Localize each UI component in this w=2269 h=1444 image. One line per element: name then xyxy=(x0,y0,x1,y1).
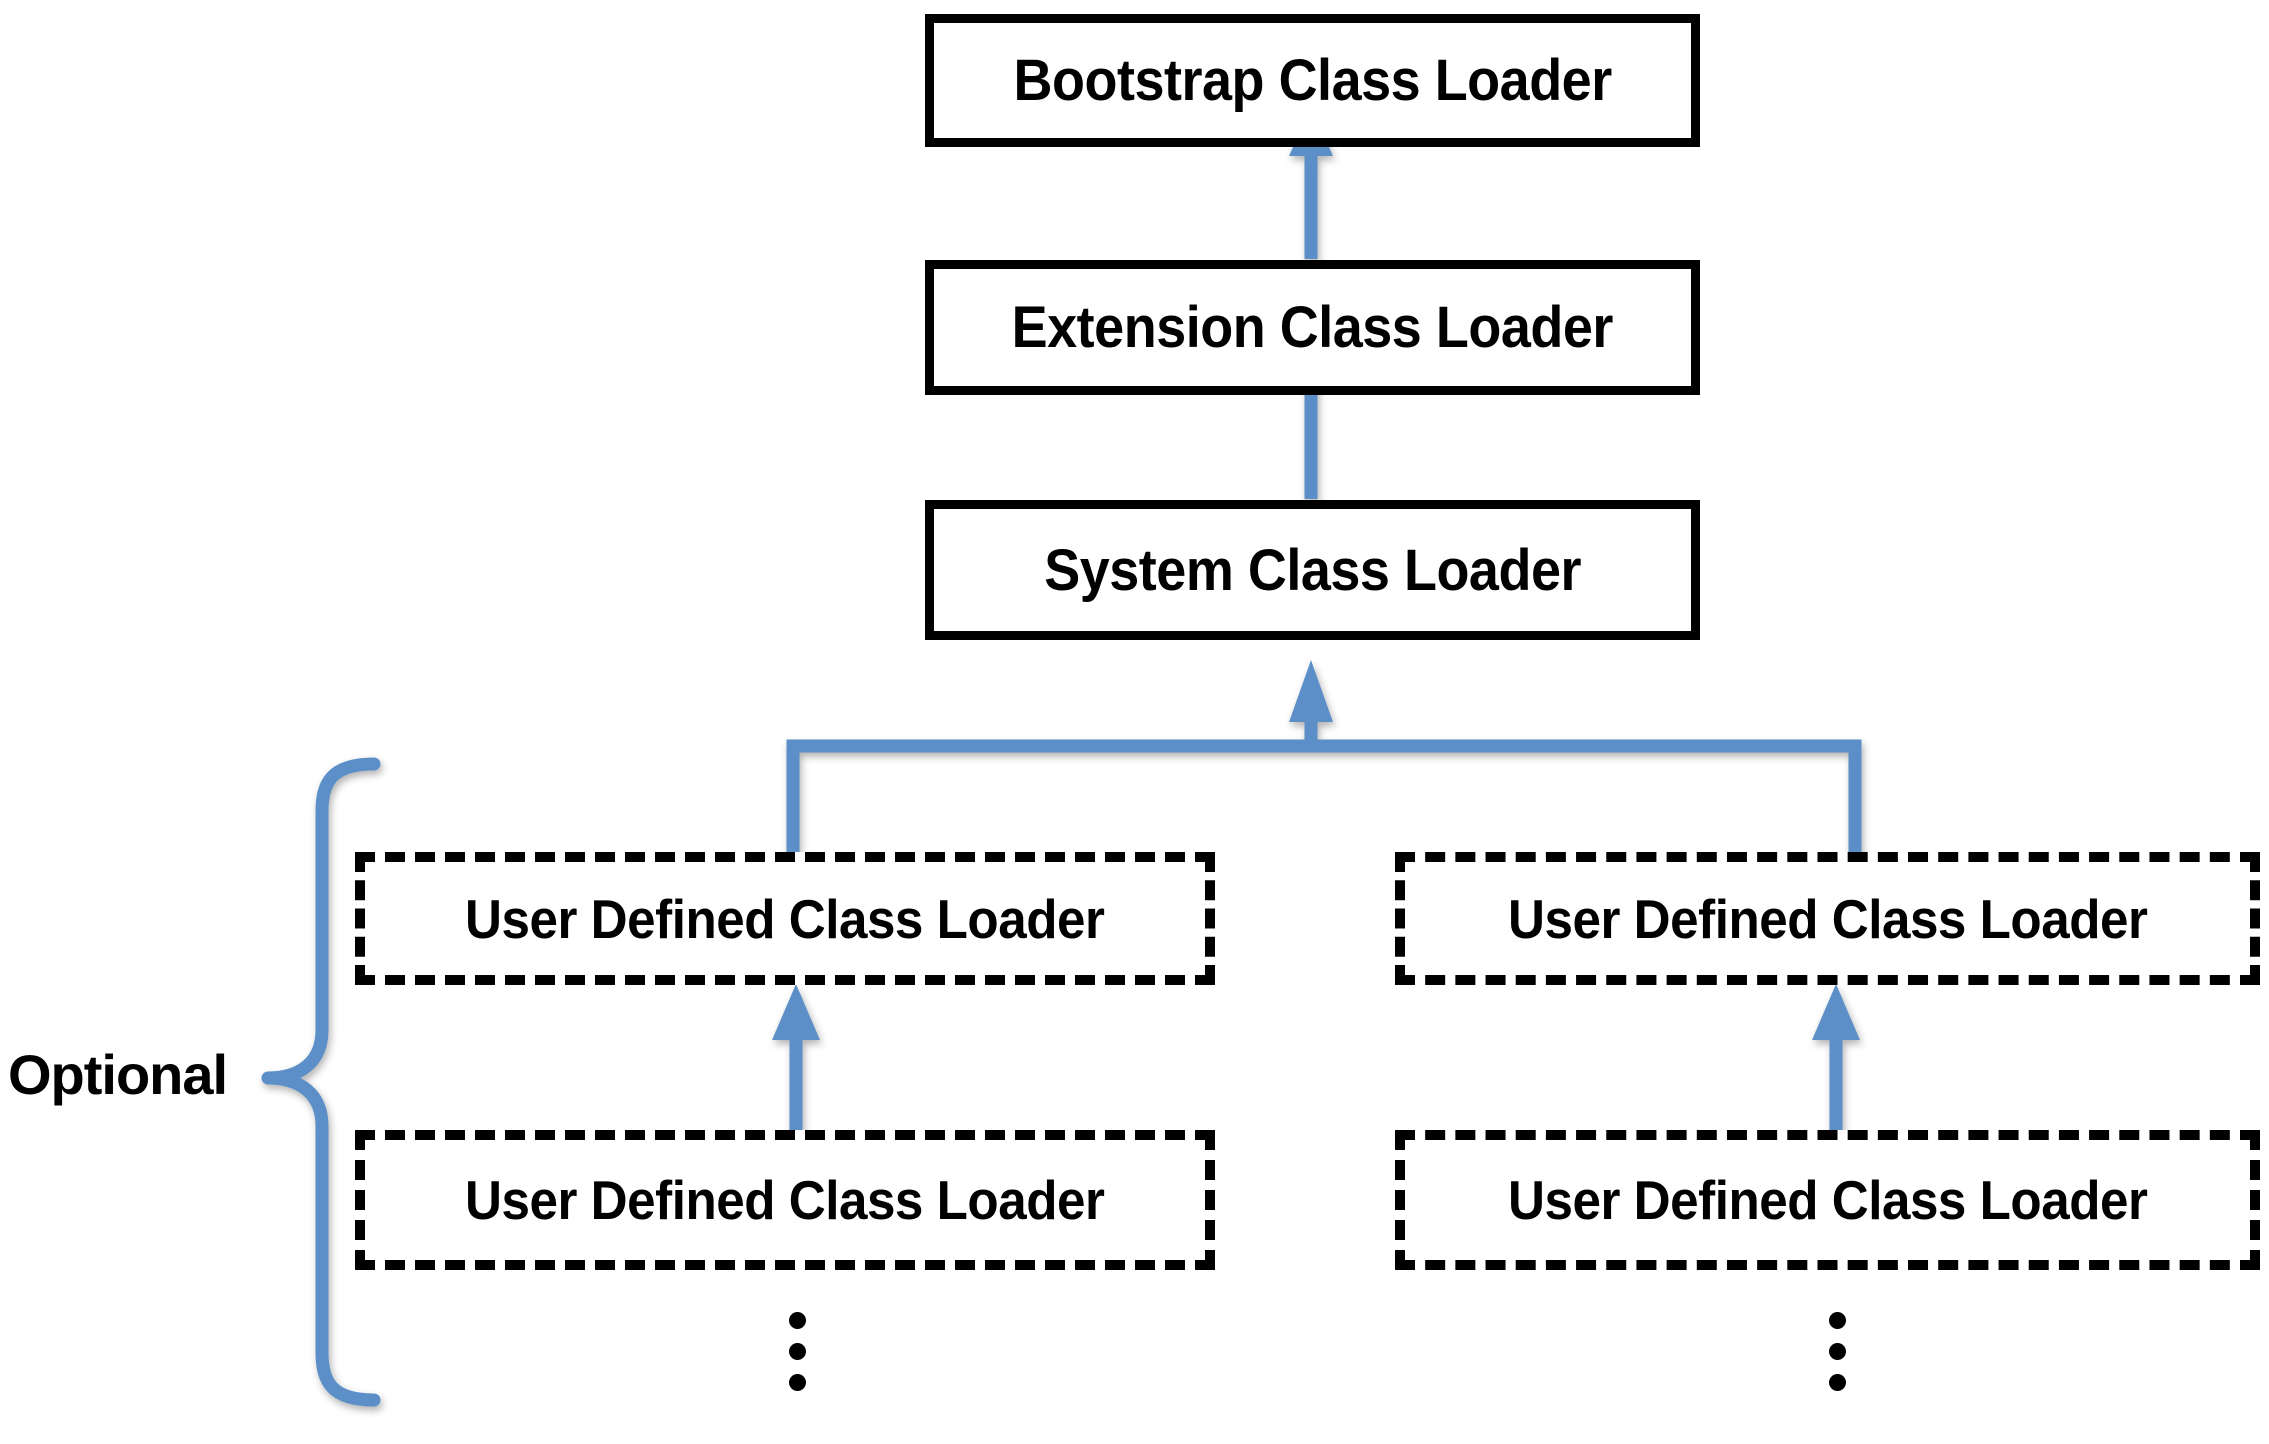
ellipsis-dot xyxy=(788,1374,806,1391)
ellipsis-dot xyxy=(1828,1343,1846,1360)
arrow-user4-to-user2 xyxy=(1812,984,1860,1136)
node-user-defined-class-loader-4[interactable]: User Defined Class Loader xyxy=(1395,1130,2260,1270)
node-bootstrap-class-loader[interactable]: Bootstrap Class Loader xyxy=(925,14,1700,147)
node-user-defined-class-loader-2[interactable]: User Defined Class Loader xyxy=(1395,852,2260,985)
node-user-4-label: User Defined Class Loader xyxy=(1507,1169,2148,1231)
ellipsis-dot xyxy=(1828,1374,1846,1391)
node-extension-class-loader[interactable]: Extension Class Loader xyxy=(925,260,1700,395)
node-user-1-label: User Defined Class Loader xyxy=(465,887,1105,950)
node-user-defined-class-loader-1[interactable]: User Defined Class Loader xyxy=(355,852,1215,985)
node-user-3-label: User Defined Class Loader xyxy=(465,1169,1105,1231)
ellipsis-dot xyxy=(788,1343,806,1360)
vertical-ellipsis-icon-left xyxy=(782,1312,812,1391)
node-extension-label: Extension Class Loader xyxy=(1011,295,1614,360)
node-system-label: System Class Loader xyxy=(1044,537,1581,603)
ellipsis-dot xyxy=(788,1312,806,1329)
optional-label: Optional xyxy=(8,1043,228,1106)
ellipsis-dot xyxy=(1828,1312,1846,1329)
node-bootstrap-label: Bootstrap Class Loader xyxy=(1013,48,1612,113)
node-user-2-label: User Defined Class Loader xyxy=(1507,887,2148,950)
arrow-user3-to-user1 xyxy=(772,984,820,1136)
node-system-class-loader[interactable]: System Class Loader xyxy=(925,500,1700,640)
vertical-ellipsis-icon-right xyxy=(1822,1312,1852,1391)
node-user-defined-class-loader-3[interactable]: User Defined Class Loader xyxy=(355,1130,1215,1270)
